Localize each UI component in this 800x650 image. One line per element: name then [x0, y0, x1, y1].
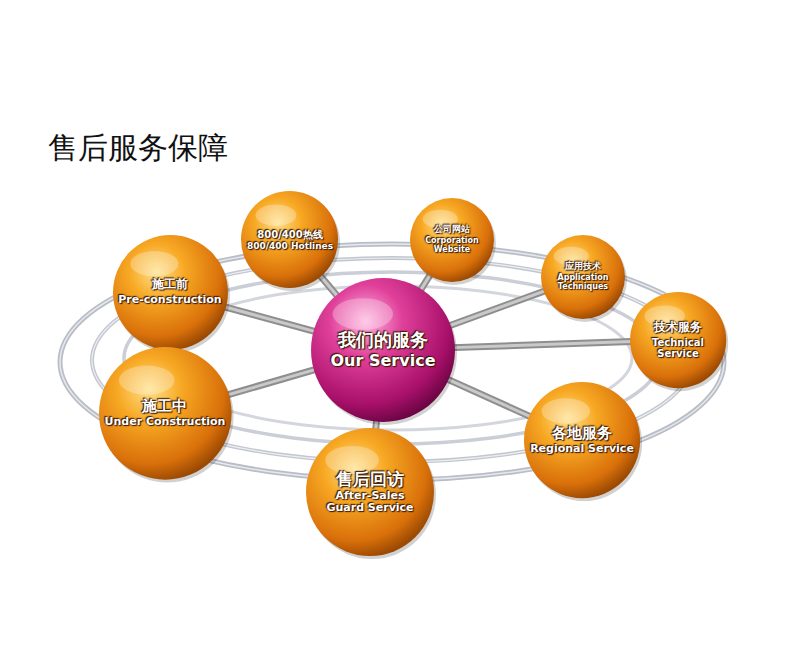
sphere-label: 技术服务 Technical Service — [638, 321, 718, 358]
sphere-label: 我们的服务 Our Service — [331, 330, 436, 369]
english-label: Corporation Website — [417, 237, 487, 255]
service-sphere: 公司网站 Corporation Website — [410, 198, 494, 282]
english-label: Pre-construction — [118, 294, 221, 306]
chinese-label: 应用技术 — [548, 262, 618, 272]
sphere-shape — [113, 235, 228, 350]
service-sphere: 技术服务 Technical Service — [630, 292, 726, 388]
sphere-label: 施工中Under Construction — [105, 398, 226, 429]
service-sphere: 800/400热线 800/400 Hotlines — [241, 191, 338, 288]
service-sphere: 应用技术 Application Techniques — [541, 235, 625, 319]
sphere-body — [524, 382, 640, 498]
sphere-highlight — [333, 298, 393, 330]
spoke-shade — [449, 291, 546, 326]
sphere-highlight — [130, 251, 178, 276]
spoke-shade — [453, 342, 632, 348]
sphere-shape — [241, 191, 338, 288]
sphere-body — [113, 235, 228, 350]
english-label: 800/400 Hotlines — [247, 242, 333, 252]
service-sphere: 施工中Under Construction — [99, 347, 232, 480]
english-label: Under Construction — [105, 416, 226, 428]
hub-sphere: 我们的服务 Our Service — [311, 278, 455, 422]
english-label: Our Service — [331, 352, 436, 370]
sphere-label: 公司网站 Corporation Website — [417, 225, 487, 254]
chinese-label: 施工中 — [105, 398, 226, 415]
spoke-connector — [224, 307, 316, 332]
sphere-body — [630, 292, 726, 388]
spoke-shade — [447, 379, 531, 417]
chinese-label: 800/400热线 — [247, 229, 333, 240]
spoke-shade — [224, 307, 316, 332]
chinese-label: 我们的服务 — [331, 330, 436, 350]
sphere-body — [306, 428, 434, 556]
english-label: Technical Service — [638, 337, 718, 359]
sphere-label: 800/400热线 800/400 Hotlines — [247, 229, 333, 252]
english-label: Regional Service — [530, 443, 634, 455]
service-sphere: 各地服务Regional Service — [524, 382, 640, 498]
sphere-highlight — [256, 205, 297, 226]
sphere-body — [410, 198, 494, 282]
sphere-body — [99, 347, 232, 480]
chinese-label: 技术服务 — [638, 321, 718, 334]
service-sphere: 售后回访After-Sales Guard Service — [306, 428, 434, 556]
sphere-highlight — [119, 365, 175, 394]
english-label: Application Techniques — [548, 274, 618, 292]
spoke-connector — [449, 291, 546, 326]
spoke-connector — [453, 342, 632, 348]
sphere-body — [541, 235, 625, 319]
sphere-body — [241, 191, 338, 288]
chinese-label: 施工前 — [118, 278, 221, 291]
sphere-label: 售后回访After-Sales Guard Service — [318, 470, 423, 515]
sphere-highlight — [541, 398, 590, 424]
sphere-label: 各地服务Regional Service — [530, 425, 634, 456]
sphere-label: 应用技术 Application Techniques — [548, 262, 618, 291]
service-sphere: 施工前 Pre-construction — [113, 235, 228, 350]
chinese-label: 售后回访 — [318, 470, 423, 489]
spoke-connector — [447, 379, 531, 417]
chinese-label: 公司网站 — [417, 225, 487, 235]
spoke-shade — [227, 369, 316, 395]
english-label: After-Sales Guard Service — [318, 490, 423, 514]
spoke-connector — [227, 369, 316, 395]
sphere-label: 施工前 Pre-construction — [118, 278, 221, 305]
sphere-body — [311, 278, 455, 422]
page-title: 售后服务保障 — [48, 128, 228, 169]
chinese-label: 各地服务 — [530, 425, 634, 442]
